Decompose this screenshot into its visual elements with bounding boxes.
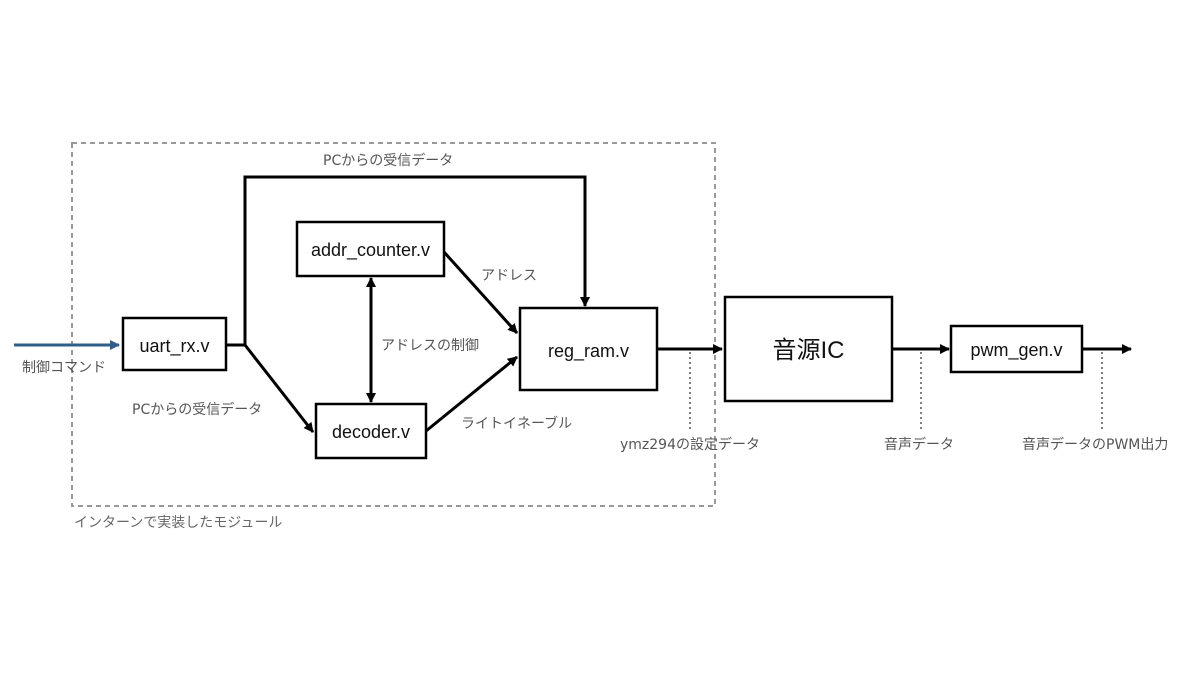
address-label: アドレス: [481, 268, 537, 284]
decoder-label: decoder.v: [332, 422, 410, 442]
audio-pwm-label: 音声データのPWM出力: [1022, 436, 1168, 453]
write-enable-arrow: [425, 355, 518, 433]
address-arrow: [442, 250, 519, 335]
decoder-block: decoder.v: [314, 402, 428, 460]
module-group-caption: インターンで実装したモジュール: [74, 515, 282, 531]
addr-counter-block: addr_counter.v: [295, 220, 446, 278]
ymz-setting-label: ymz294の設定データ: [620, 436, 760, 453]
pwm-gen-block: pwm_gen.v: [949, 324, 1084, 374]
pwm-gen-label: pwm_gen.v: [970, 340, 1062, 361]
sound-ic-label: 音源IC: [773, 337, 845, 364]
uart-rx-block: uart_rx.v: [121, 316, 228, 372]
module-group-border: [71, 142, 716, 507]
sound-ic-block: 音源IC: [723, 295, 894, 403]
pc-data-left-label: PCからの受信データ: [132, 401, 262, 418]
uart-to-decoder-arrow: [243, 344, 315, 433]
reg-ram-block: reg_ram.v: [518, 306, 659, 392]
pc-data-top-label: PCからの受信データ: [323, 152, 453, 169]
reg-ram-label: reg_ram.v: [548, 341, 629, 362]
pc-data-bus-arrow: [243, 175, 590, 345]
uart-rx-label: uart_rx.v: [139, 336, 209, 357]
audio-data-label: 音声データ: [884, 436, 954, 453]
addr-counter-label: addr_counter.v: [311, 240, 430, 261]
write-enable-label: ライトイネーブル: [461, 415, 572, 432]
control-command-label: 制御コマンド: [22, 360, 106, 376]
address-control-label: アドレスの制御: [381, 338, 479, 354]
